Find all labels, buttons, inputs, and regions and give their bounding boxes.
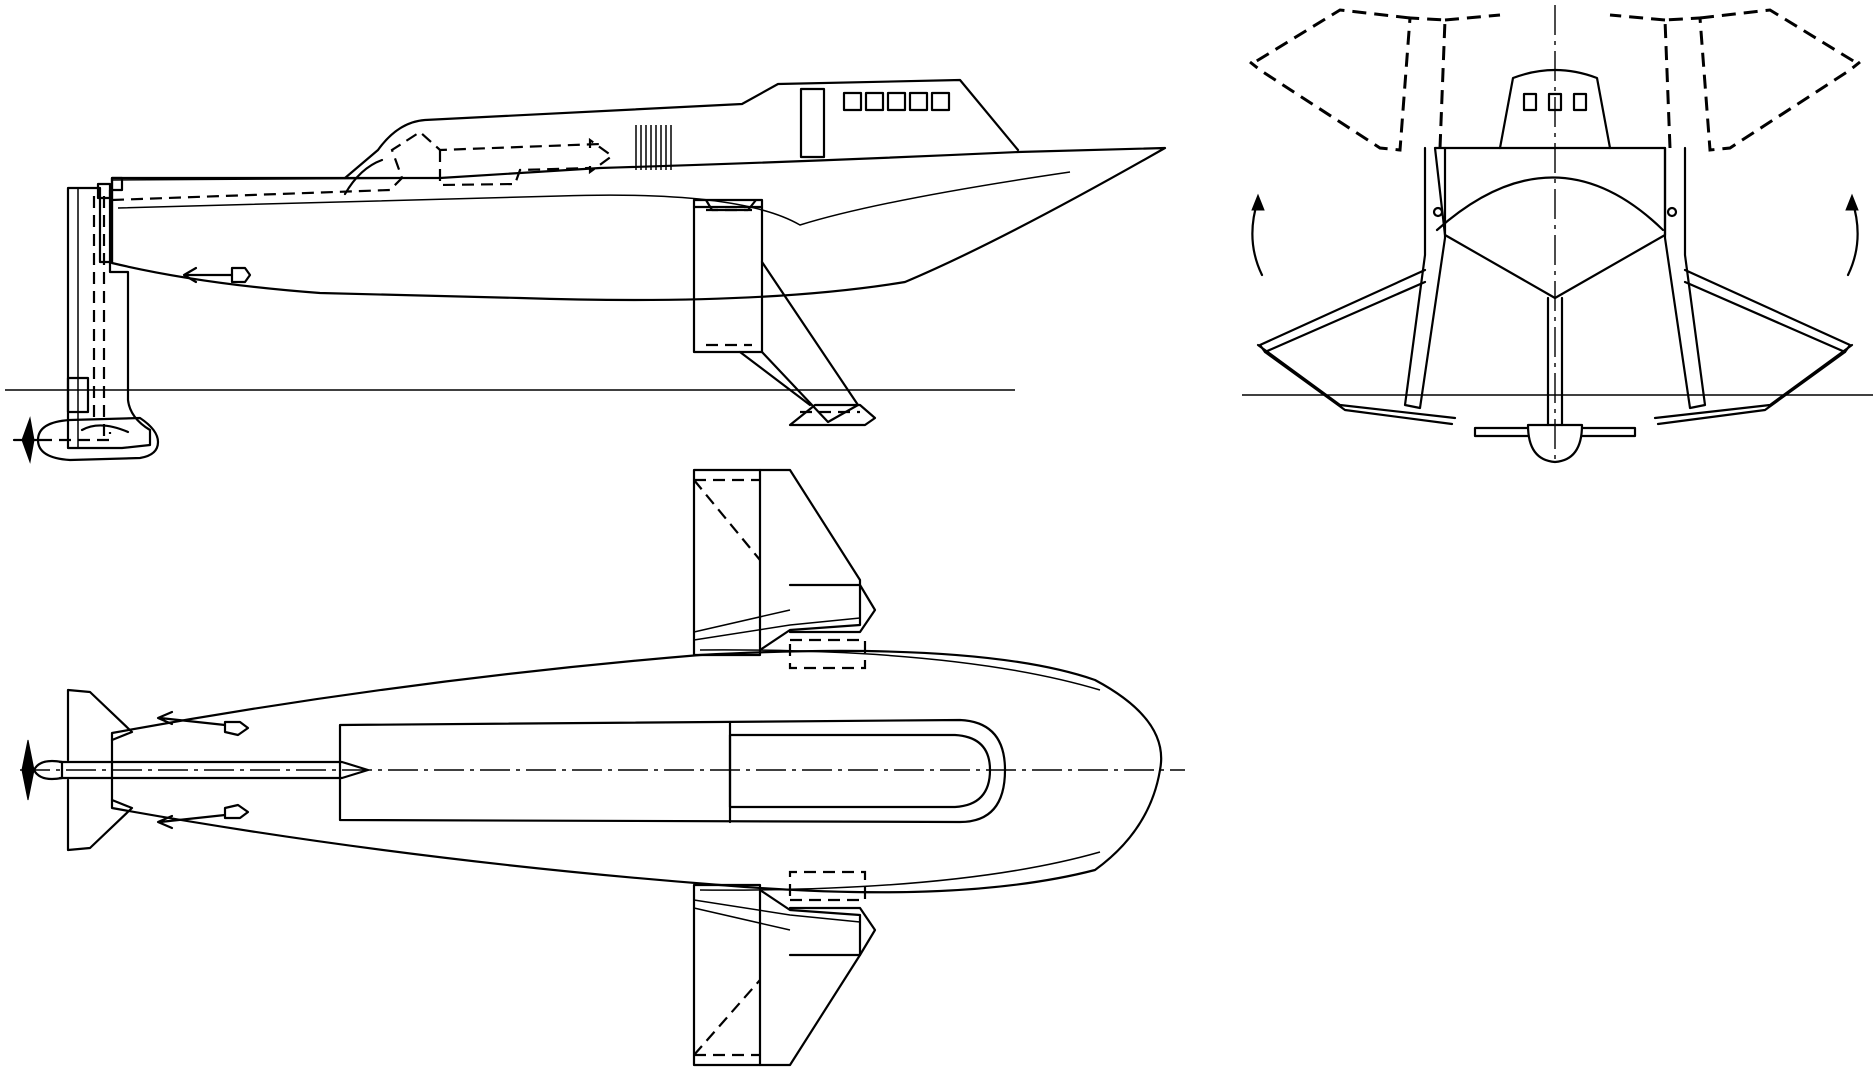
propeller-pod [36, 416, 160, 462]
deck-line [111, 177, 441, 181]
lower-foil-blade [788, 906, 877, 957]
air-duct-dashed [111, 130, 601, 202]
upper-foil-strut [692, 468, 762, 657]
exhaust-arrow-upper [156, 710, 227, 727]
upper-foil-blade-dashed [788, 638, 867, 670]
lower-foil-strut [692, 883, 762, 1067]
upper-foil-strut-dashed [693, 478, 761, 561]
exhaust-outlet-upper [223, 720, 250, 737]
forward-foil-leg-back [738, 350, 812, 407]
side-view [5, 78, 1167, 464]
pod-shaft-dashed [40, 432, 112, 442]
air-flow-arrow [588, 137, 614, 175]
forward-foil-strut-housing [692, 205, 764, 354]
stern-fin-upper [66, 688, 134, 762]
cabin-window-3 [886, 91, 907, 112]
front-window-3 [1572, 92, 1588, 112]
lower-foil-strut-dashed [693, 979, 761, 1057]
pod-fin [80, 424, 130, 434]
right-foil-strut [1663, 146, 1707, 410]
propeller-top-icon [21, 739, 64, 801]
stern-fin-lower [66, 778, 134, 852]
air-intake-grille [635, 125, 672, 170]
front-window-1 [1522, 92, 1538, 112]
hull-section [1433, 146, 1667, 300]
front-view [1242, 5, 1873, 465]
cabin-front [1498, 68, 1612, 150]
left-retracted-foil-dashed [1249, 16, 1447, 152]
air-duct-dashed-lower [438, 150, 591, 187]
right-rotation-arrow-icon [1845, 193, 1859, 277]
center-pod [1526, 423, 1584, 464]
stern-drive-shaft-top [58, 760, 370, 780]
cabin-window-1 [842, 91, 863, 112]
cabin-window-5 [930, 91, 951, 112]
right-retracted-foil-dashed [1663, 16, 1861, 152]
forward-foil-strut-top [692, 198, 764, 212]
left-retracted-tip-dashed [1254, 8, 1501, 64]
center-strut [1546, 296, 1564, 427]
center-foil [1473, 426, 1637, 438]
cabin-front-window [343, 158, 384, 196]
upper-foil-blade [788, 583, 877, 634]
cabin-window-2 [864, 91, 885, 112]
right-pivot-icon [1666, 206, 1678, 218]
upper-foil-arm [758, 468, 862, 652]
deck-arc [1435, 176, 1665, 232]
exhaust-outlet [230, 266, 252, 284]
lower-foil-arm [758, 888, 862, 1067]
exhaust-arrow-lower [156, 813, 227, 830]
lower-foil-links [693, 899, 861, 931]
right-foil-tip [1653, 343, 1854, 426]
left-outboard-foil [1258, 268, 1427, 354]
door-window [799, 87, 826, 159]
left-foil-tip [1256, 343, 1457, 426]
top-view [20, 468, 1185, 1067]
hull-chine-line [117, 171, 1071, 226]
upper-foil-links [693, 609, 861, 641]
hull-sheer-line [699, 649, 1101, 891]
cabin-planform-inner [728, 733, 992, 809]
cabin-planform [338, 718, 1007, 824]
right-outboard-foil [1683, 268, 1852, 354]
forward-foil-blade [788, 403, 877, 427]
exhaust-outlet-lower [223, 803, 250, 820]
hull-outline [110, 146, 1167, 302]
lower-foil-blade-dashed [788, 870, 867, 902]
left-rotation-arrow-icon [1251, 193, 1265, 277]
forward-foil-strut-leg [760, 260, 860, 424]
front-window-2 [1547, 92, 1563, 112]
exhaust-arrow [182, 266, 234, 284]
stern-drive-strut [66, 176, 152, 450]
cabin-outline [343, 78, 1020, 180]
left-foil-strut [1403, 146, 1447, 410]
hull-planform [110, 649, 1163, 894]
cabin-window-4 [908, 91, 929, 112]
right-retracted-tip-dashed [1609, 8, 1856, 64]
propeller-icon [12, 416, 42, 464]
left-pivot-icon [1432, 206, 1444, 218]
